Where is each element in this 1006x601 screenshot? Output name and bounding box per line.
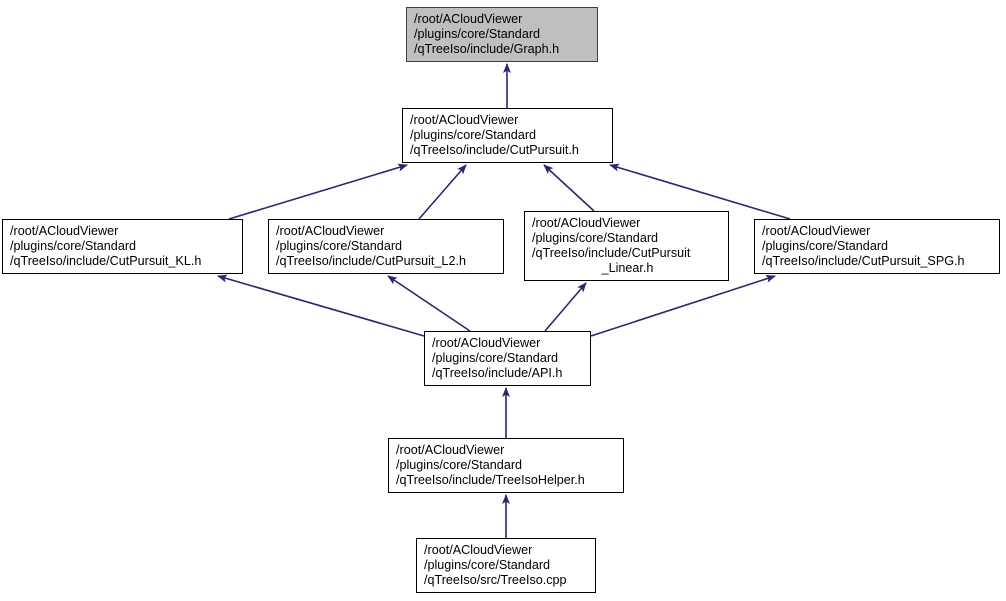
edge-cutpursuit_kl_h-to-cutpursuit_h (228, 163, 408, 220)
edge-cutpursuit_spg_h-to-cutpursuit_h (609, 163, 791, 220)
edge-api_h-to-cutpursuit_kl_h (217, 274, 425, 337)
node-label-line: /qTreeIso/include/CutPursuit_L2.h (276, 254, 466, 269)
node-label-line: /qTreeIso/src/TreeIso.cpp (424, 573, 567, 588)
node-label-line: /root/ACloudViewer (276, 224, 385, 238)
node-label-line: /root/ACloudViewer (432, 336, 541, 350)
node-label-line: /plugins/core/Standard (762, 239, 889, 254)
edge-api_h-to-cutpursuit_spg_h (590, 274, 776, 337)
edges-group (217, 63, 791, 538)
graph-node-cutpursuit_spg_h[interactable]: /root/ACloudViewer/plugins/core/Standard… (754, 219, 1000, 274)
node-label-line: /plugins/core/Standard (424, 558, 551, 573)
node-label-line: /plugins/core/Standard (414, 27, 541, 42)
edge-cutpursuit_linear_h-to-cutpursuit_h (543, 164, 595, 212)
node-label-line: /plugins/core/Standard (396, 458, 523, 473)
node-label-line: /qTreeIso/include/API.h (432, 366, 563, 381)
node-label-line: /qTreeIso/include/CutPursuit (532, 246, 691, 261)
graph-node-graph_h[interactable]: /root/ACloudViewer/plugins/core/Standard… (406, 7, 598, 62)
node-label-line: /qTreeIso/include/CutPursuit.h (410, 143, 579, 158)
node-label-line: /qTreeIso/include/Graph.h (414, 42, 560, 57)
graph-node-treeiso_cpp[interactable]: /root/ACloudViewer/plugins/core/Standard… (416, 538, 596, 593)
node-label-line: /root/ACloudViewer (10, 224, 119, 238)
node-label-line: /qTreeIso/include/TreeIsoHelper.h (396, 473, 585, 488)
graph-node-treeisohelper_h[interactable]: /root/ACloudViewer/plugins/core/Standard… (388, 438, 624, 493)
edge-api_h-to-cutpursuit_linear_h (544, 282, 587, 332)
graph-node-cutpursuit_h[interactable]: /root/ACloudViewer/plugins/core/Standard… (402, 108, 613, 163)
node-label-line: /plugins/core/Standard (532, 231, 659, 246)
node-label-line: /root/ACloudViewer (424, 543, 533, 557)
node-label-line: /root/ACloudViewer (410, 113, 519, 127)
node-label-line: /root/ACloudViewer (414, 12, 523, 26)
edge-cutpursuit_l2_h-to-cutpursuit_h (418, 164, 467, 220)
node-label-line: /qTreeIso/include/CutPursuit_SPG.h (762, 254, 965, 269)
graph-node-cutpursuit_linear_h[interactable]: /root/ACloudViewer/plugins/core/Standard… (524, 211, 729, 281)
graph-node-cutpursuit_kl_h[interactable]: /root/ACloudViewer/plugins/core/Standard… (2, 219, 243, 274)
node-label-line: /root/ACloudViewer (532, 216, 641, 230)
graph-node-cutpursuit_l2_h[interactable]: /root/ACloudViewer/plugins/core/Standard… (268, 219, 504, 274)
node-label-line: /plugins/core/Standard (10, 239, 137, 254)
node-label-line: /qTreeIso/include/CutPursuit_KL.h (10, 254, 202, 269)
node-label-line: /plugins/core/Standard (276, 239, 403, 254)
node-label-line: /plugins/core/Standard (410, 128, 537, 143)
node-label-line: /root/ACloudViewer (396, 443, 505, 457)
node-label-line: /plugins/core/Standard (432, 351, 559, 366)
node-label-line: /root/ACloudViewer (762, 224, 871, 238)
graph-node-api_h[interactable]: /root/ACloudViewer/plugins/core/Standard… (424, 331, 591, 386)
node-label-line: _Linear.h (601, 261, 654, 276)
edge-api_h-to-cutpursuit_l2_h (387, 275, 471, 332)
